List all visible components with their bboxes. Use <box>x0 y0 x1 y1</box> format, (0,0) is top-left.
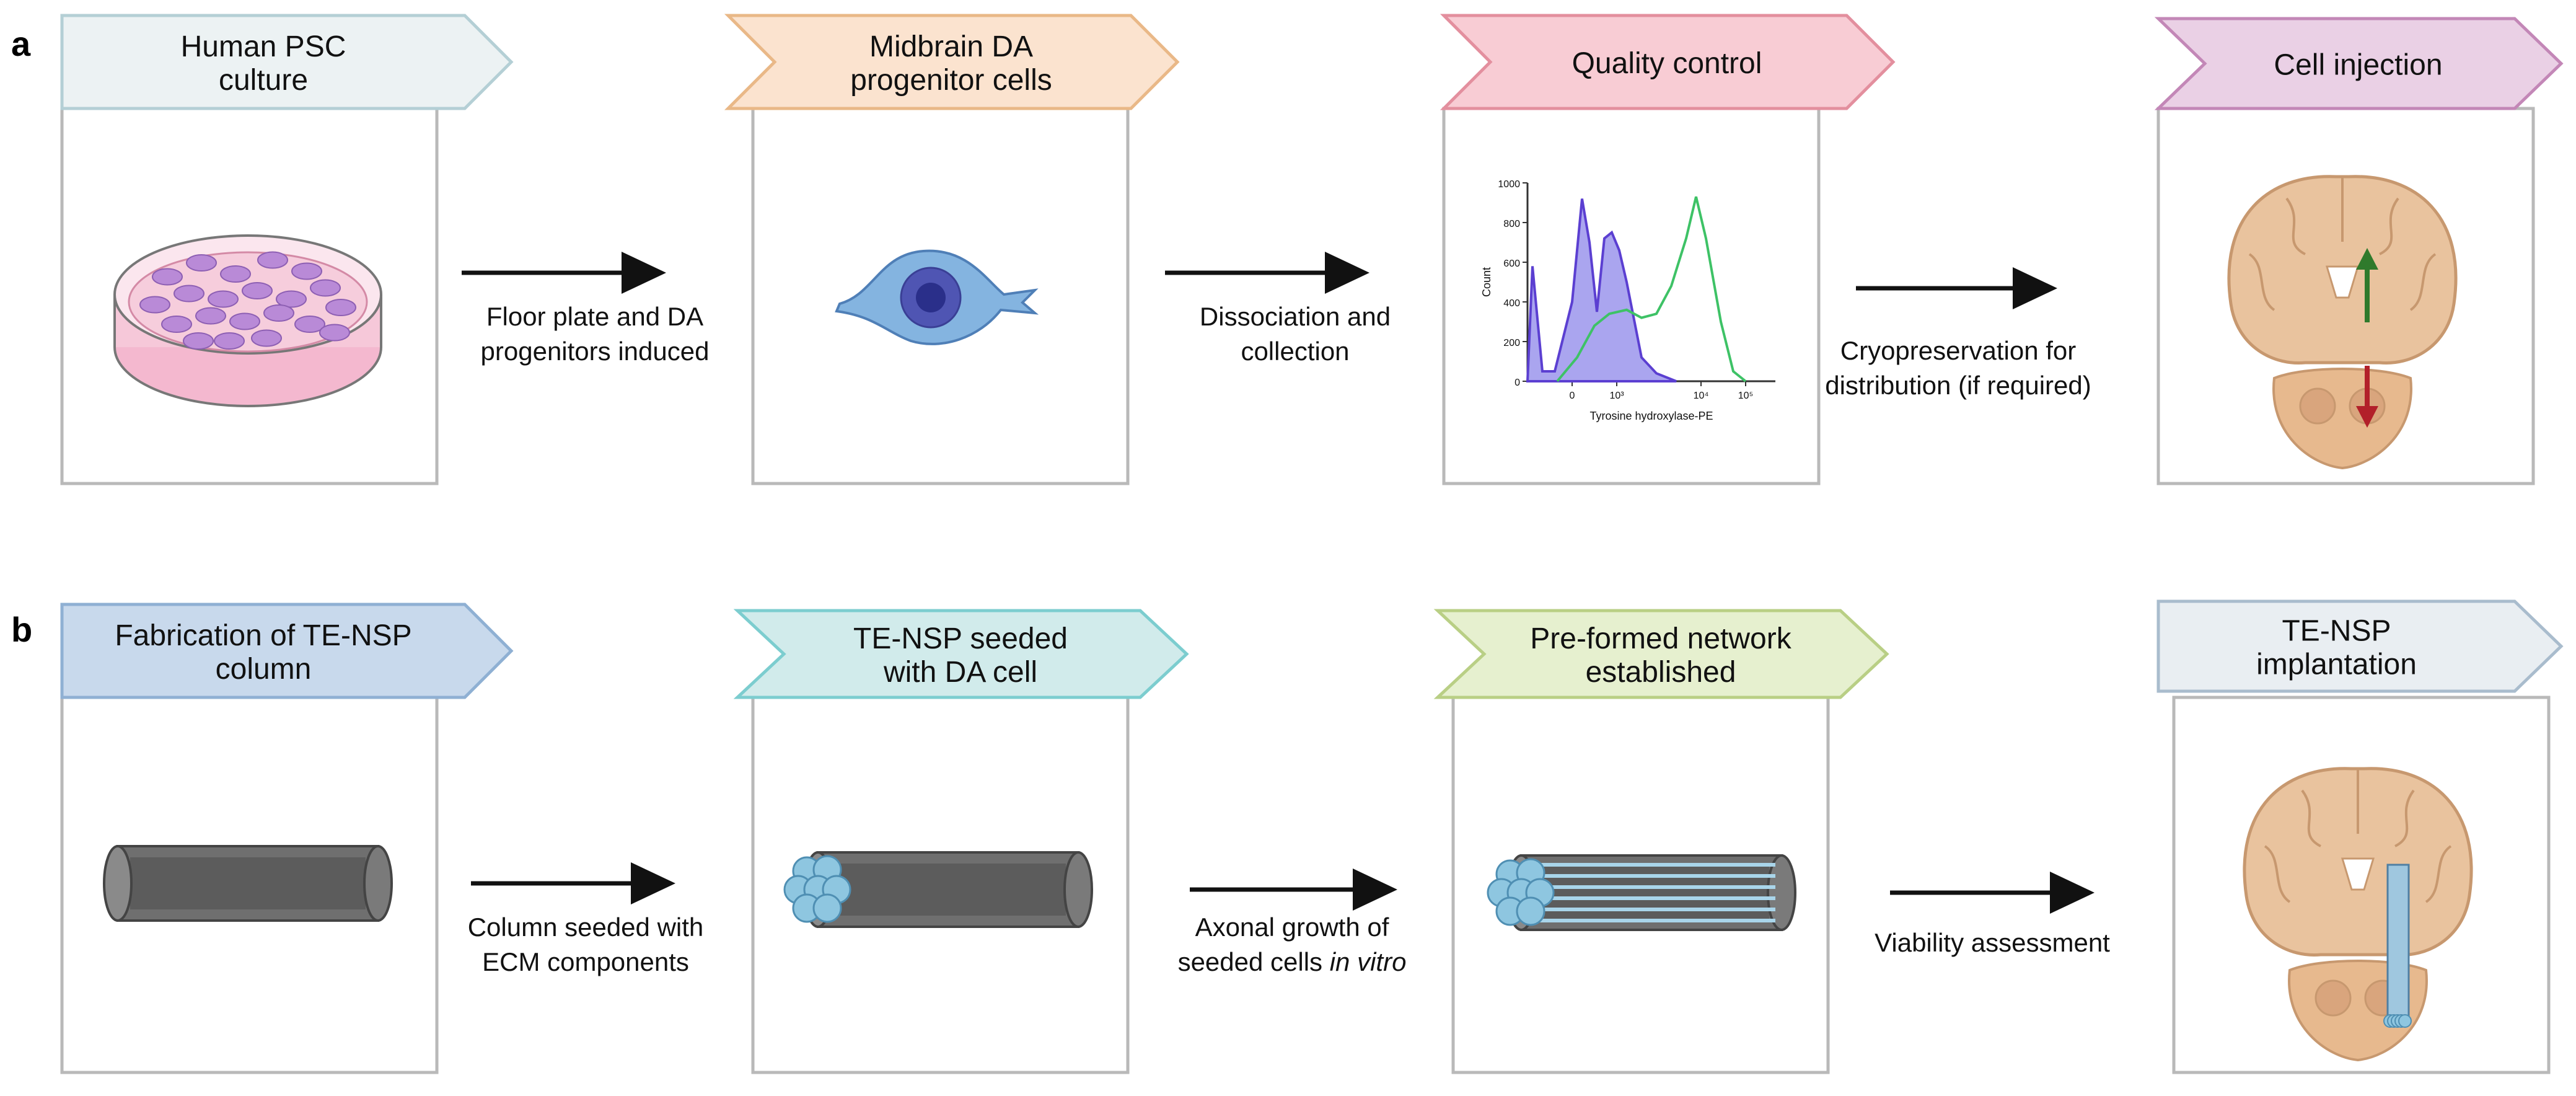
step-tag <box>1433 609 1889 699</box>
step-title-line: Fabrication of TE-NSP <box>115 619 411 652</box>
midbrain-nucleus <box>2299 387 2336 425</box>
histogram-series-green <box>1556 196 1747 382</box>
transition-line: Viability assessment <box>1875 928 2110 957</box>
y-tick-label: 200 <box>1503 338 1520 348</box>
step-title-line: with DA cell <box>883 656 1037 689</box>
panel-a-transition-3: Cryopreservation for distribution (if req… <box>1825 336 2091 400</box>
step-tag <box>60 14 514 110</box>
transition-line: distribution (if required) <box>1825 371 2091 400</box>
panel-b-arrow-3-head <box>2050 872 2095 914</box>
tube-inner <box>830 864 1066 916</box>
step-title-line: TE-NSP <box>2282 615 2391 648</box>
panel-a-arrow-2-head <box>1325 252 1369 294</box>
step-title-line: implantation <box>2256 648 2417 681</box>
transition-line: Dissociation and <box>1200 302 1391 331</box>
step-title-line: progenitor cells <box>850 64 1052 97</box>
step-tag <box>724 14 1180 110</box>
step-title-line: Cell injection <box>2274 49 2442 82</box>
y-tick-label: 800 <box>1503 219 1520 229</box>
tube-inner <box>130 857 366 909</box>
flow-histogram-icon: 0 200 400 600 800 1000 0 10³ 10⁴ 10⁵ CountTyrosine… <box>1480 179 1775 422</box>
y-tick-label: 400 <box>1503 298 1520 309</box>
seeded-column-icon <box>783 851 1093 928</box>
up-arrow-head <box>2356 248 2378 270</box>
x-tick-label: 10³ <box>1609 391 1624 401</box>
brain-gyri <box>2264 769 2452 903</box>
step-title-line: Human PSC <box>181 30 346 63</box>
ventricle <box>2325 265 2360 299</box>
step-title-line: established <box>1586 656 1736 689</box>
step-tag <box>1440 14 1896 110</box>
histogram-series-blue <box>1526 198 1677 382</box>
brain-gyri <box>2248 177 2437 311</box>
panel-a-arrow-1-head <box>622 252 666 294</box>
panel-a-transition-1: Floor plate and DA progenitors induced <box>481 302 710 366</box>
petri-dish-icon <box>113 234 382 407</box>
y-tick-label: 1000 <box>1498 179 1520 190</box>
transition-line-space <box>1322 947 1330 976</box>
x-tick-label: 0 <box>1570 391 1575 401</box>
seeded-cell <box>1516 896 1545 926</box>
midbrain-nucleus <box>2314 979 2352 1017</box>
implant-cell <box>2398 1014 2412 1028</box>
transition-line: seeded cells in vitro <box>1178 947 1407 976</box>
panel-b-arrow-2-head <box>1353 868 1397 911</box>
brain-injection-icon <box>2227 175 2458 470</box>
step-tag <box>60 603 514 699</box>
tube-end-left <box>103 845 133 922</box>
step-title-line: column <box>216 653 312 686</box>
panel-a-transition-2: Dissociation and collection <box>1200 302 1391 366</box>
transition-line-part: seeded cells <box>1178 947 1322 976</box>
step-title-line: Pre-formed network <box>1530 622 1791 655</box>
transition-line: Column seeded with <box>468 913 704 942</box>
network-column-icon <box>1487 854 1796 931</box>
histogram-xlabel: Tyrosine hydroxylase-PE <box>1589 410 1713 422</box>
transition-line: Floor plate and DA <box>486 302 703 331</box>
ventricle <box>2341 857 2375 891</box>
panel-b-transition-3: Viability assessment <box>1875 928 2110 957</box>
tube-end-right <box>1063 851 1093 928</box>
progenitor-cell-icon <box>835 249 1039 345</box>
transition-line: Cryopreservation for <box>1840 336 2076 365</box>
transition-line: ECM components <box>482 947 689 976</box>
implant-column <box>2386 864 2410 1021</box>
step-title-line: Quality control <box>1572 47 1762 80</box>
step-tag <box>733 609 1189 699</box>
panel-label-a: a <box>11 24 31 63</box>
transition-line-italic: in vitro <box>1330 947 1407 976</box>
seeded-cell <box>812 893 842 923</box>
step-title-line: TE-NSP seeded <box>853 622 1068 655</box>
brain-implant-icon <box>2243 767 2473 1062</box>
panel-a-step-4: Cell injection <box>2154 17 2564 485</box>
panel-a-arrow-3-head <box>2013 267 2057 309</box>
histogram-ylabel: Count <box>1480 267 1493 297</box>
panel-b-arrow-1-head <box>631 862 675 904</box>
y-tick-label: 0 <box>1514 378 1520 388</box>
x-tick-label: 10⁵ <box>1738 391 1753 401</box>
transition-line: progenitors induced <box>481 337 710 366</box>
step-title-line: culture <box>219 64 308 97</box>
step-frame <box>1442 107 1821 485</box>
down-arrow-head <box>2356 406 2378 428</box>
panel-a-step-3: Quality control <box>1440 14 1896 485</box>
step-title-line: Midbrain DA <box>869 30 1033 63</box>
tube-end-right <box>363 845 393 922</box>
step-tag <box>2154 17 2564 110</box>
step-tag <box>2156 599 2564 693</box>
transition-line: Axonal growth of <box>1195 913 1389 942</box>
x-tick-label: 10⁴ <box>1694 391 1709 401</box>
panel-b-transition-2: Axonal growth of seeded cells in vitro <box>1178 913 1407 976</box>
transition-line: collection <box>1241 337 1349 366</box>
hollow-column-icon <box>103 845 393 922</box>
y-tick-label: 600 <box>1503 259 1520 269</box>
panel-label-b: b <box>11 610 32 649</box>
